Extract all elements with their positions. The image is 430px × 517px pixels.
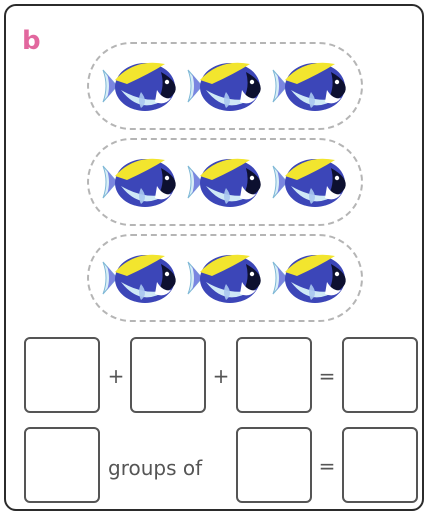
fish-icon	[272, 254, 347, 304]
answer-box[interactable]	[236, 337, 312, 413]
fish-icon	[187, 158, 262, 208]
fish-icon	[187, 62, 262, 112]
part-label: b	[22, 26, 41, 56]
answer-box[interactable]	[130, 337, 206, 413]
plus-sign: +	[107, 364, 125, 388]
answer-box[interactable]	[24, 427, 100, 503]
fish-icon	[187, 254, 262, 304]
answer-box[interactable]	[342, 427, 418, 503]
equals-sign: =	[318, 454, 336, 478]
fish-group	[87, 42, 363, 130]
fish-group	[87, 138, 363, 226]
answer-box[interactable]	[236, 427, 312, 503]
fish-icon	[102, 254, 177, 304]
fish-group	[87, 234, 363, 322]
equals-sign: =	[318, 364, 336, 388]
groups-of-text: groups of	[108, 456, 203, 480]
fish-icon	[102, 62, 177, 112]
answer-box[interactable]	[24, 337, 100, 413]
answer-box[interactable]	[342, 337, 418, 413]
fish-icon	[272, 158, 347, 208]
fish-icon	[272, 62, 347, 112]
exercise-card	[4, 4, 424, 511]
plus-sign: +	[212, 364, 230, 388]
fish-icon	[102, 158, 177, 208]
